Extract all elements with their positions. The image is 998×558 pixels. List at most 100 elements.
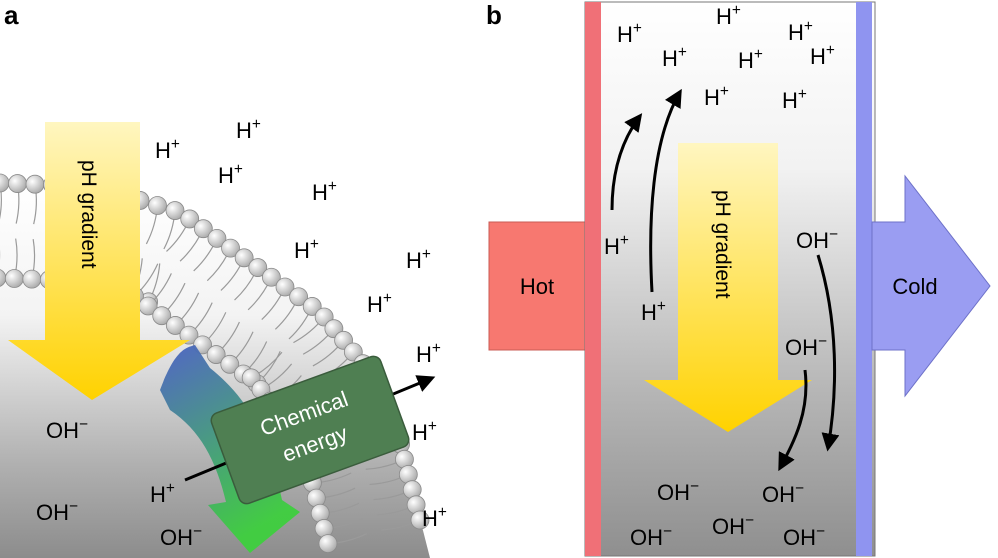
hot-wall <box>585 2 601 556</box>
proton-label: H+ <box>422 504 447 531</box>
lipid-head <box>410 510 430 530</box>
ion-symbol: H <box>218 163 234 188</box>
ion-symbol: OH <box>796 228 829 253</box>
panel-a-letter: a <box>4 0 19 30</box>
lipid-head <box>289 287 309 307</box>
ion-charge: + <box>798 86 807 103</box>
hydroxide-label: OH− <box>657 478 699 505</box>
proton-label: H+ <box>406 246 431 273</box>
ion-charge: + <box>171 136 180 153</box>
proton-label: H+ <box>782 86 807 113</box>
ion-charge: + <box>166 480 175 497</box>
lipid-head <box>220 354 240 374</box>
lipid-head <box>302 297 322 316</box>
ion-symbol: OH <box>160 525 193 550</box>
proton-label: H+ <box>236 116 261 143</box>
proton-label: H+ <box>312 178 337 205</box>
ion-charge: + <box>383 290 392 307</box>
ion-symbol: OH <box>785 335 818 360</box>
ion-symbol: OH <box>712 514 745 539</box>
ion-charge: + <box>754 46 763 63</box>
ion-charge: + <box>422 246 431 263</box>
ion-symbol: H <box>312 180 328 205</box>
lipid-head <box>8 174 27 193</box>
ion-charge: + <box>252 116 261 133</box>
ion-charge: + <box>428 418 437 435</box>
proton-label: H+ <box>662 44 687 71</box>
hydroxide-label: OH− <box>783 523 825 550</box>
ion-symbol: H <box>406 248 422 273</box>
proton-label: H+ <box>617 20 642 47</box>
lipid-head <box>179 325 199 345</box>
panel-b: Hot Cold pH gradient H+H+H+H+H+H+H+H+H+H… <box>488 1 991 557</box>
ion-symbol: H <box>782 88 798 113</box>
lipid-head <box>275 277 295 297</box>
ph-gradient-arrow-a <box>8 122 190 400</box>
ion-charge: + <box>328 178 337 195</box>
hydroxide-label: OH− <box>36 498 78 525</box>
proton-label: H+ <box>704 83 729 110</box>
proton-label: H+ <box>716 2 741 29</box>
ion-symbol: OH <box>657 480 690 505</box>
ion-symbol: OH <box>46 418 79 443</box>
proton-migration-arrow-1 <box>610 113 643 211</box>
lipid-head <box>221 238 240 258</box>
ion-symbol: H <box>236 118 252 143</box>
ion-charge: + <box>633 20 642 37</box>
ion-charge: + <box>720 83 729 100</box>
hydroxide-label: OH− <box>712 512 754 539</box>
ion-symbol: H <box>150 482 166 507</box>
chemical-energy-box: Chemical energy <box>210 355 410 505</box>
ion-symbol: H <box>294 238 310 263</box>
ion-charge: + <box>678 44 687 61</box>
hydroxide-label: OH− <box>796 226 838 253</box>
ion-charge: − <box>193 523 202 540</box>
proton-label: H+ <box>738 46 763 73</box>
ion-charge: + <box>432 340 441 357</box>
proton-label: H+ <box>367 290 392 317</box>
proton-label: H+ <box>788 18 813 45</box>
ion-symbol: H <box>604 234 620 259</box>
proton-label: H+ <box>810 42 835 69</box>
proton-label: H+ <box>155 136 180 163</box>
ion-charge: + <box>234 161 243 178</box>
lipid-head <box>248 258 268 277</box>
hot-label: Hot <box>520 274 554 299</box>
ion-symbol: H <box>788 20 804 45</box>
ion-charge: − <box>690 478 699 495</box>
ion-charge: − <box>818 333 827 350</box>
hydroxide-label: OH− <box>762 480 804 507</box>
proton-label: H+ <box>294 236 319 263</box>
ion-symbol: OH <box>36 500 69 525</box>
ion-charge: − <box>663 523 672 540</box>
lipid-head <box>148 196 167 215</box>
lipid-head <box>261 267 281 287</box>
panel-b-letter: b <box>486 0 502 30</box>
ion-symbol: H <box>412 420 428 445</box>
lipid-head <box>25 174 45 194</box>
ion-charge: − <box>816 523 825 540</box>
lipid-head <box>207 228 227 248</box>
ions-panel-a: H+H+H+H+H+H+H+H+H+H+H+OH−OH−OH− <box>36 116 447 550</box>
proton-label: H+ <box>416 340 441 367</box>
lipid-head <box>4 269 24 288</box>
ion-charge: + <box>732 2 741 19</box>
proton-label: H+ <box>604 232 629 259</box>
proton-label: H+ <box>150 480 175 507</box>
lipid-head <box>152 306 172 326</box>
lipid-head <box>165 201 185 220</box>
ion-charge: − <box>745 512 754 529</box>
lipid-head <box>318 534 338 553</box>
proton-label: H+ <box>218 161 243 188</box>
hydroxide-label: OH− <box>630 523 672 550</box>
lipid-head <box>206 345 226 364</box>
lipid-head <box>165 316 185 335</box>
ions-panel-b: H+H+H+H+H+H+H+H+H+H+OH−OH−OH−OH−OH−OH−OH… <box>604 2 838 550</box>
ion-charge: − <box>829 226 838 243</box>
ion-symbol: H <box>662 46 678 71</box>
ion-charge: + <box>310 236 319 253</box>
cold-wall <box>856 2 872 556</box>
hydroxide-migration-arrow-1 <box>816 254 840 452</box>
ion-symbol: OH <box>783 525 816 550</box>
